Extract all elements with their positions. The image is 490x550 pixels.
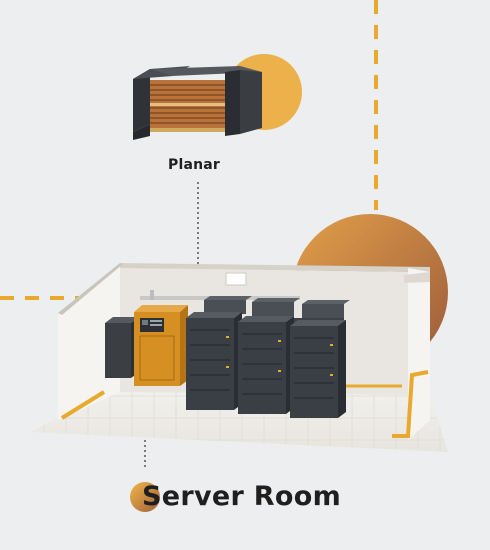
server-room-illustration: [30, 263, 448, 452]
server-rack-2: [238, 316, 294, 414]
server-rack-1: [186, 312, 242, 410]
room-label-ball: [130, 482, 160, 512]
component-label: Planar: [168, 157, 221, 173]
server-rack-3: [290, 320, 346, 418]
room-label: Server Room: [142, 481, 342, 512]
planar-inductor-icon: [133, 66, 262, 140]
